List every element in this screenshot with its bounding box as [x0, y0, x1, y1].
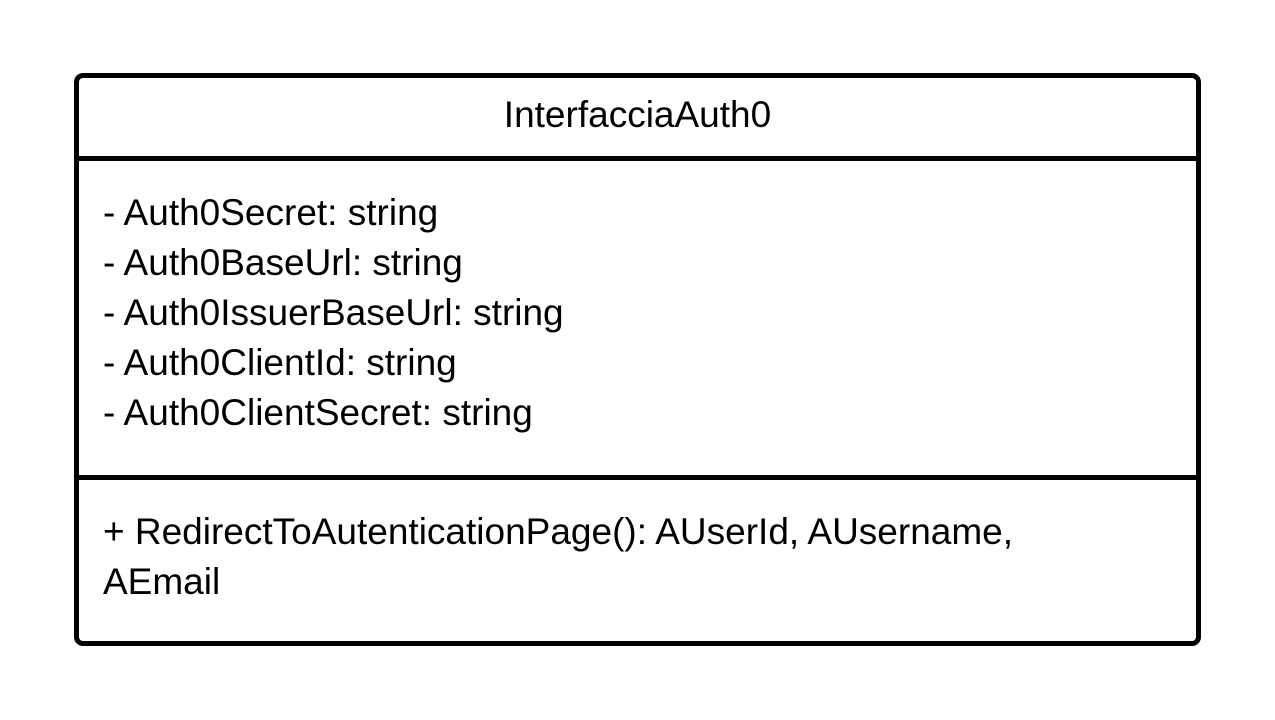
class-name: InterfacciaAuth0 — [503, 94, 772, 135]
operation-redirect-to-autentication-page: + RedirectToAutenticationPage(): AUserId… — [103, 511, 1014, 602]
attribute-auth0-base-url: - Auth0BaseUrl: string — [103, 242, 463, 283]
attribute-auth0-client-id: - Auth0ClientId: string — [103, 342, 457, 383]
attribute-auth0-secret: - Auth0Secret: string — [103, 192, 439, 233]
compartment-divider-name — [79, 156, 1196, 161]
uml-class-box: InterfacciaAuth0 - Auth0Secret: string -… — [74, 73, 1201, 646]
operations-compartment: + RedirectToAutenticationPage(): AUserId… — [103, 507, 1136, 607]
compartment-divider-attributes — [79, 475, 1196, 480]
attribute-auth0-client-secret: - Auth0ClientSecret: string — [103, 392, 533, 433]
attribute-auth0-issuer-base-url: - Auth0IssuerBaseUrl: string — [103, 292, 564, 333]
attributes-compartment: - Auth0Secret: string - Auth0BaseUrl: st… — [103, 188, 564, 438]
